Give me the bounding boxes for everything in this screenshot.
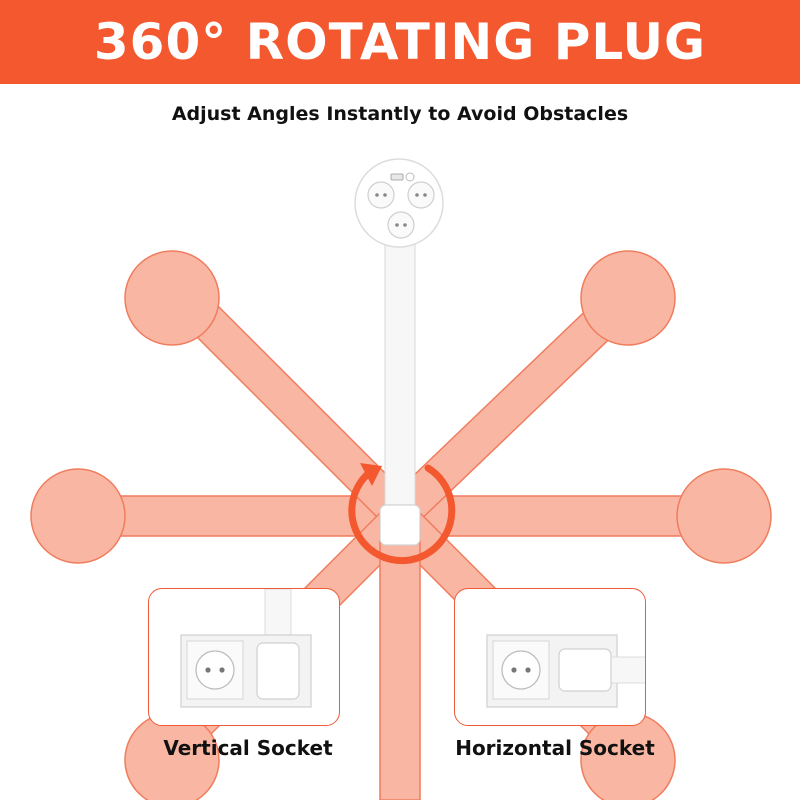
power-button-icon — [405, 172, 415, 182]
circular-arrow-icon — [348, 463, 456, 565]
rotating-plug-head — [379, 504, 421, 546]
ghost-head-upper-left — [124, 250, 220, 346]
title-banner: 360° ROTATING PLUG — [0, 0, 800, 84]
vertical-socket-illustration — [180, 589, 312, 708]
usb-port-icon — [390, 173, 404, 181]
ghost-head-upper-right — [580, 250, 676, 346]
rotating-plug-head — [256, 642, 300, 700]
banner-title: 360° ROTATING PLUG — [93, 13, 707, 71]
socket-hub — [354, 158, 444, 248]
ghost-head-left — [30, 468, 126, 564]
ghost-head-right — [676, 468, 772, 564]
ghost-arms — [30, 250, 772, 800]
rotating-plug-head — [558, 648, 612, 692]
horizontal-socket-card — [454, 588, 646, 726]
vertical-socket-card — [148, 588, 340, 726]
power-strip — [354, 158, 444, 546]
plug-cable — [384, 229, 416, 521]
subtitle: Adjust Angles Instantly to Avoid Obstacl… — [171, 103, 629, 125]
vertical-socket-label: Vertical Socket — [163, 736, 333, 760]
eu-socket-icon — [501, 650, 541, 690]
eu-socket-icon — [387, 211, 415, 239]
eu-socket-icon — [407, 181, 435, 209]
eu-socket-icon — [195, 650, 235, 690]
horizontal-socket-label: Horizontal Socket — [455, 736, 655, 760]
eu-socket-icon — [367, 181, 395, 209]
horizontal-socket-illustration — [486, 634, 645, 708]
